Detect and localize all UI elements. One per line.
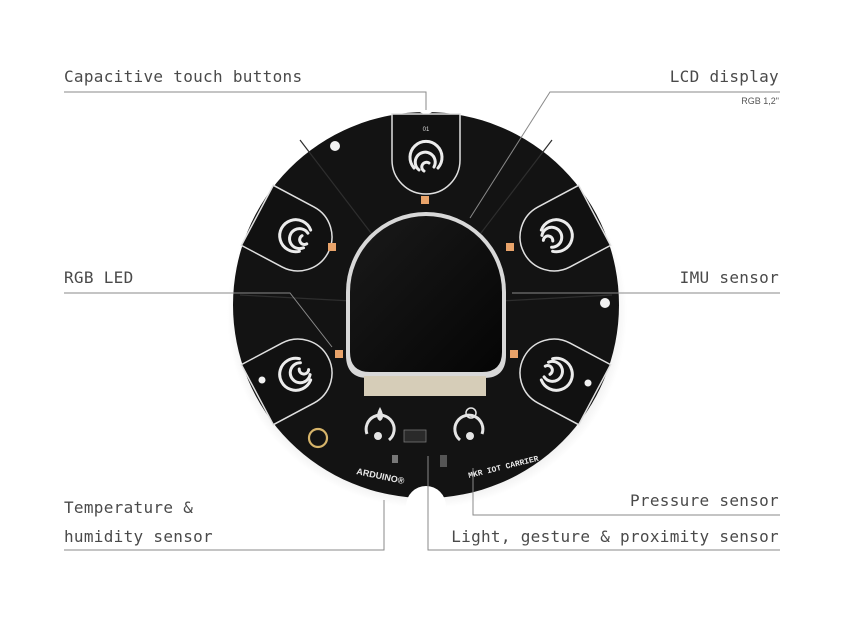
label-temp-line2: humidity sensor: [64, 527, 213, 546]
label-lcd-display: LCD display: [669, 67, 779, 86]
leader-temp: [64, 500, 385, 551]
leader-light: [427, 456, 780, 551]
arduino-logo: [307, 427, 329, 449]
lcd-flex-cable: [364, 376, 486, 396]
leader-lines: [64, 91, 780, 551]
lcd-screen: [350, 216, 502, 372]
label-pressure-sensor: Pressure sensor: [630, 491, 779, 510]
leader-touch: [64, 91, 427, 110]
label-rgb-led: RGB LED: [64, 268, 134, 287]
temp-humidity-sensor-chip: [392, 455, 398, 463]
light-gesture-sensor-chip: [403, 429, 427, 443]
touch-pad-right-top: [519, 184, 612, 272]
mounting-holes: [258, 141, 610, 387]
leader-pressure: [472, 468, 780, 516]
svg-text:01: 01: [423, 127, 430, 133]
touch-pad-right-bottom: [519, 338, 612, 426]
rgb-leds: [328, 196, 518, 358]
touch-pad-top: 01: [391, 113, 461, 195]
leader-lcd: [469, 91, 780, 219]
label-lcd-sub: RGB 1,2": [741, 96, 779, 106]
pressure-sensor-chip: [440, 455, 447, 467]
bottom-notch: [406, 486, 446, 526]
leader-rgb-led: [64, 292, 333, 348]
label-touch-buttons: Capacitive touch buttons: [64, 67, 303, 86]
label-light-sensor: Light, gesture & proximity sensor: [451, 527, 779, 546]
label-imu-sensor: IMU sensor: [679, 268, 779, 287]
touch-pad-left-bottom: [240, 338, 333, 426]
label-temp-line1: Temperature &: [64, 498, 194, 517]
